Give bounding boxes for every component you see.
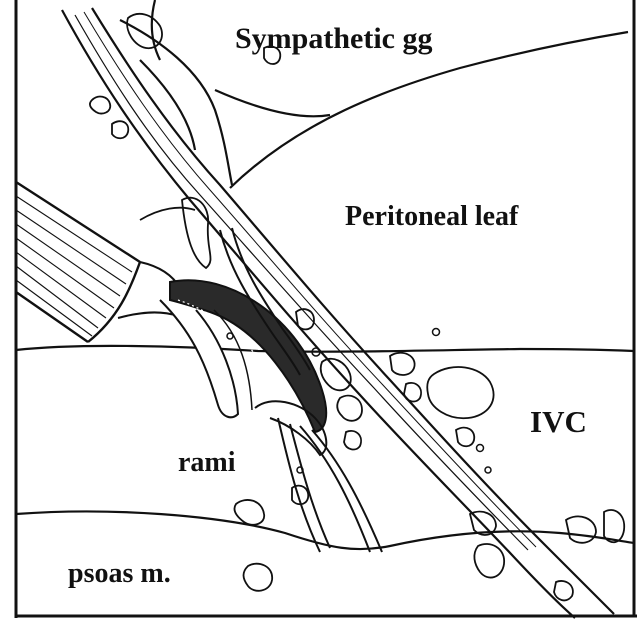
label-psoas-muscle: psoas m. [68, 560, 171, 588]
label-sympathetic-ganglion: Sympathetic gg [235, 24, 433, 54]
peritoneal-leaf-outline [230, 32, 628, 188]
peritoneal-fold [140, 208, 195, 220]
ivc-upper-boundary [16, 346, 634, 352]
label-ivc: IVC [530, 406, 587, 437]
probe-barrel [16, 182, 180, 342]
sympathetic-chain [62, 0, 614, 618]
psoas-boundary [16, 511, 634, 549]
label-peritoneal-leaf: Peritoneal leaf [345, 203, 518, 231]
label-rami: rami [178, 449, 236, 477]
